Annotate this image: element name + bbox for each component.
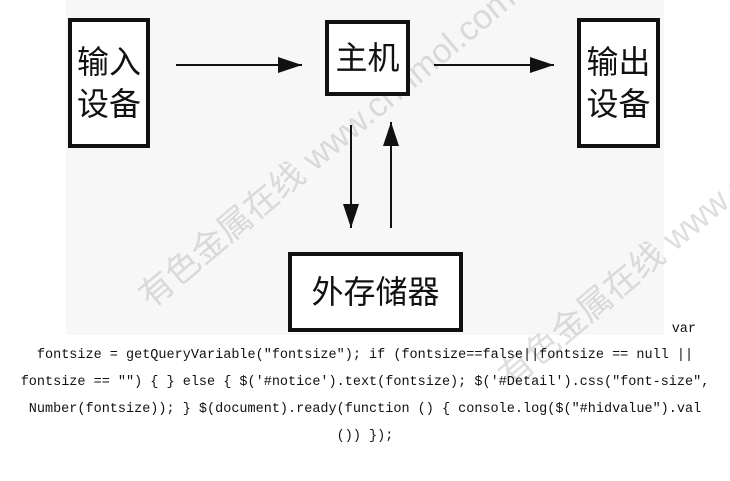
node-host: 主机 bbox=[325, 20, 410, 96]
arrows bbox=[176, 57, 554, 228]
node-input-device: 输入设备 bbox=[68, 18, 150, 148]
node-output-device: 输出设备 bbox=[577, 18, 660, 148]
code-line: ()) }); bbox=[336, 429, 394, 444]
code-line: fontsize = getQueryVariable("fontsize");… bbox=[36, 348, 694, 363]
code-line: var bbox=[671, 322, 696, 337]
code-line: fontsize == "") { } else { $('#notice').… bbox=[20, 375, 710, 390]
node-external-storage: 外存储器 bbox=[288, 252, 463, 332]
code-line: Number(fontsize)); } $(document).ready(f… bbox=[28, 402, 702, 417]
code-text: var fontsize = getQueryVariable("fontsiz… bbox=[20, 318, 710, 450]
diagram-figure: 有色金属在线 www.cnnmol.com 有色金属在线 www.cnnmol.… bbox=[66, 0, 730, 395]
